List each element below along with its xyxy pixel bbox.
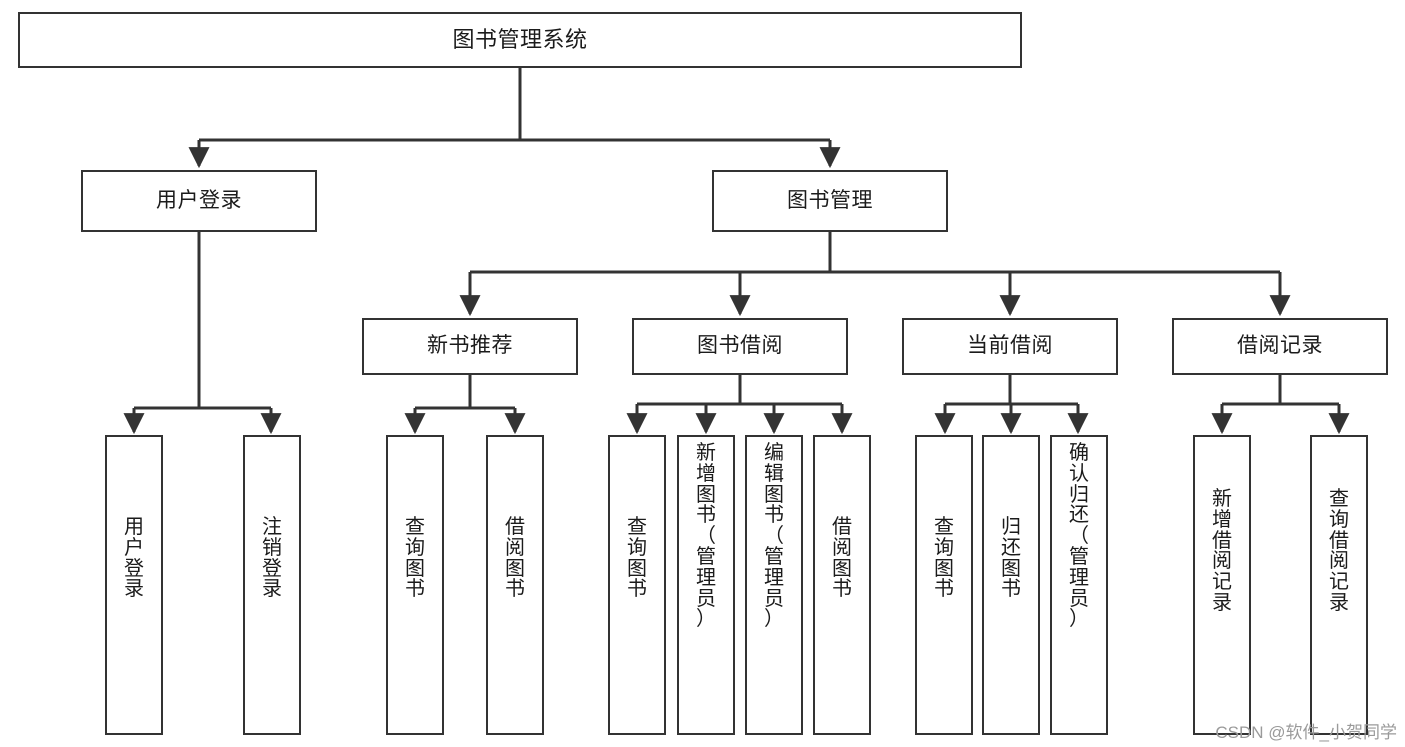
leaf-book-borrow-add[interactable]: 新 增 图 书 （ 管 理 员 ）: [677, 435, 735, 735]
leaf-current-borrow-query[interactable]: 查 询 图 书: [915, 435, 973, 735]
node-book-borrow-label: 图书借阅: [697, 334, 783, 358]
node-root[interactable]: 图书管理系统: [18, 12, 1022, 68]
leaf-user-login-login-label: 用 户 登 录: [124, 516, 144, 601]
node-book-borrow[interactable]: 图书借阅: [632, 318, 848, 375]
leaf-borrow-record-query-label: 查 询 借 阅 记 录: [1329, 488, 1349, 614]
node-book-management[interactable]: 图书管理: [712, 170, 948, 232]
node-borrow-record[interactable]: 借阅记录: [1172, 318, 1388, 375]
node-user-login[interactable]: 用户登录: [81, 170, 317, 232]
leaf-current-borrow-return-label: 归 还 图 书: [1001, 516, 1021, 601]
leaf-user-login-logout[interactable]: 注 销 登 录: [243, 435, 301, 735]
leaf-user-login-login[interactable]: 用 户 登 录: [105, 435, 163, 735]
leaf-new-book-borrow-label: 借 阅 图 书: [505, 516, 525, 601]
leaf-borrow-record-query[interactable]: 查 询 借 阅 记 录: [1310, 435, 1368, 735]
node-new-book-recommend-label: 新书推荐: [427, 334, 513, 358]
leaf-new-book-query-label: 查 询 图 书: [405, 516, 425, 601]
node-book-management-label: 图书管理: [787, 188, 873, 212]
node-new-book-recommend[interactable]: 新书推荐: [362, 318, 578, 375]
leaf-book-borrow-edit[interactable]: 编 辑 图 书 （ 管 理 员 ）: [745, 435, 803, 735]
leaf-book-borrow-borrow-label: 借 阅 图 书: [832, 516, 852, 601]
leaf-book-borrow-query-label: 查 询 图 书: [627, 516, 647, 601]
leaf-book-borrow-borrow[interactable]: 借 阅 图 书: [813, 435, 871, 735]
csdn-watermark: CSDN @软件_小贺同学: [1215, 723, 1397, 742]
leaf-current-borrow-query-label: 查 询 图 书: [934, 516, 954, 601]
leaf-book-borrow-query[interactable]: 查 询 图 书: [608, 435, 666, 735]
node-current-borrow-label: 当前借阅: [967, 334, 1053, 358]
leaf-new-book-borrow[interactable]: 借 阅 图 书: [486, 435, 544, 735]
node-current-borrow[interactable]: 当前借阅: [902, 318, 1118, 375]
leaf-current-borrow-return[interactable]: 归 还 图 书: [982, 435, 1040, 735]
leaf-current-borrow-confirm-return-label: 确 认 归 还 （ 管 理 员 ）: [1069, 442, 1089, 631]
node-root-label: 图书管理系统: [452, 27, 588, 53]
leaf-new-book-query[interactable]: 查 询 图 书: [386, 435, 444, 735]
leaf-current-borrow-confirm-return[interactable]: 确 认 归 还 （ 管 理 员 ）: [1050, 435, 1108, 735]
leaf-book-borrow-edit-label: 编 辑 图 书 （ 管 理 员 ）: [764, 442, 784, 631]
leaf-borrow-record-add[interactable]: 新 增 借 阅 记 录: [1193, 435, 1251, 735]
leaf-borrow-record-add-label: 新 增 借 阅 记 录: [1212, 488, 1232, 614]
leaf-user-login-logout-label: 注 销 登 录: [262, 516, 282, 601]
node-borrow-record-label: 借阅记录: [1237, 334, 1323, 358]
node-user-login-label: 用户登录: [156, 188, 242, 212]
leaf-book-borrow-add-label: 新 增 图 书 （ 管 理 员 ）: [696, 442, 716, 631]
